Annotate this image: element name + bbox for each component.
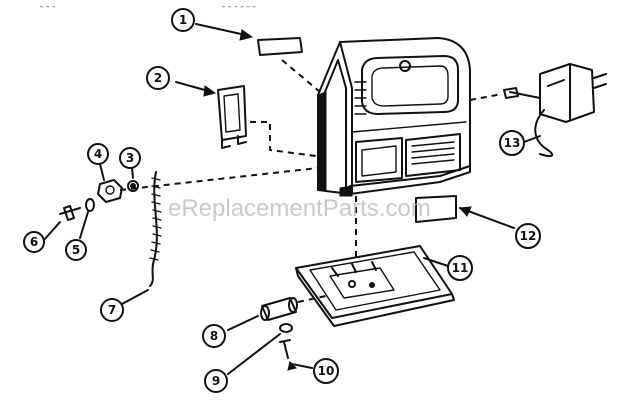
callout-10: 10 [313,358,339,384]
header-fragment-right: - - - - - - [222,2,256,12]
callout-1: 1 [171,8,195,32]
callout-6-label: 6 [30,235,38,249]
part-13-wall-adapter [469,63,607,158]
callout-8: 8 [202,324,226,348]
callout-8-label: 8 [210,329,218,343]
callout-4: 4 [87,143,109,165]
part-7-cord [121,171,162,305]
callout-12-label: 12 [520,229,537,243]
callout-13: 13 [499,130,525,156]
callout-1-label: 1 [179,13,187,27]
callout-9-label: 9 [212,374,220,388]
callout-10-label: 10 [318,364,335,378]
callout-3: 3 [119,147,141,169]
watermark-text: eReplacementParts.com [168,195,431,222]
callout-4-label: 4 [94,147,102,161]
callout-5: 5 [65,239,87,261]
callout-13-label: 13 [504,136,521,150]
callout-7-label: 7 [108,303,116,317]
assembly-axis-left [119,167,319,191]
part-9-washer [227,323,293,375]
part-1-label-plate [195,23,321,93]
callout-12: 12 [515,223,541,249]
part-12-label [415,195,515,229]
callout-11: 11 [447,255,473,281]
callout-11-label: 11 [452,261,469,275]
callout-2: 2 [146,66,170,90]
callout-6: 6 [23,231,45,253]
callout-9: 9 [204,369,228,393]
part-2-bracket [175,81,317,157]
part-6-screw [43,205,81,241]
callout-5-label: 5 [72,243,80,257]
callout-3-label: 3 [126,151,134,165]
part-5-washer [79,198,95,239]
header-fragment-left: - - - [40,2,55,12]
callout-7: 7 [100,298,124,322]
callout-2-label: 2 [154,71,162,85]
part-8-cylinder [227,295,327,331]
main-housing [317,37,471,197]
part-3-nut [127,167,139,192]
part-11-base-tray [295,245,455,327]
part-10-screw [279,339,313,371]
part-4-knob [97,163,123,203]
